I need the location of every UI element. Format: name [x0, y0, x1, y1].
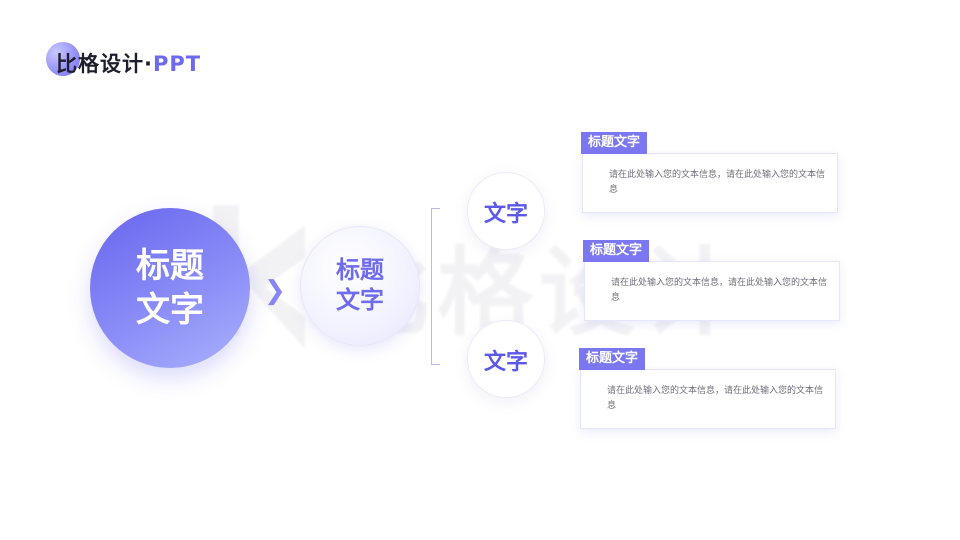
branch-bracket — [431, 208, 440, 365]
card-body-text: 请在此处输入您的文本信息，请在此处输入您的文本信息 — [609, 170, 826, 195]
card-title-tag: 标题文字 — [581, 132, 648, 154]
branch-node-label: 文字 — [483, 350, 528, 375]
card-body-text: 请在此处输入您的文本信息，请在此处输入您的文本信息 — [607, 386, 824, 411]
card-title-tag: 标题文字 — [583, 240, 650, 262]
main-topic-circle: 标题 文字 — [90, 208, 250, 368]
brand-title-accent: PPT — [152, 52, 202, 76]
branch-node-2: 文字 — [467, 320, 545, 398]
brand-title-main: 比格设计· — [56, 52, 153, 76]
branch-node-label: 文字 — [483, 202, 528, 227]
chevron-right-icon: ❯ — [264, 276, 286, 306]
info-card-1: 标题文字 请在此处输入您的文本信息，请在此处输入您的文本信息 — [581, 132, 838, 213]
card-title-tag: 标题文字 — [579, 348, 646, 370]
info-card-2: 标题文字 请在此处输入您的文本信息，请在此处输入您的文本信息 — [583, 240, 840, 321]
sub-topic-label: 标题 文字 — [336, 256, 384, 314]
main-topic-label: 标题 文字 — [136, 246, 204, 330]
info-card-3: 标题文字 请在此处输入您的文本信息，请在此处输入您的文本信息 — [579, 348, 836, 429]
card-body-text: 请在此处输入您的文本信息，请在此处输入您的文本信息 — [611, 278, 828, 303]
sub-topic-circle: 标题 文字 — [300, 226, 420, 346]
brand-dot-icon — [46, 42, 80, 76]
brand-title: 比格设计·PPT — [56, 48, 201, 78]
branch-node-1: 文字 — [467, 172, 545, 250]
